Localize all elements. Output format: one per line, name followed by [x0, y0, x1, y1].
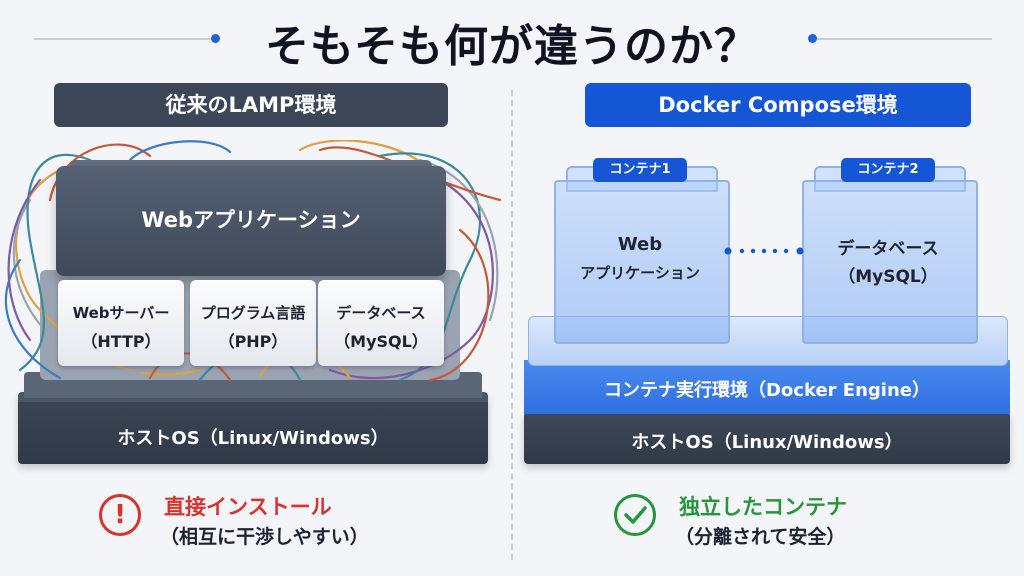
wire — [128, 140, 232, 162]
docker-engine-layer — [524, 360, 1010, 414]
docker-note-subtitle: （分離されて安全） — [675, 526, 846, 548]
container-link-dots — [724, 247, 804, 255]
container-2-name: データベース — [837, 239, 939, 259]
page-title: そもそも何が違うのか？ — [264, 21, 760, 72]
wire — [328, 178, 494, 380]
container-2 — [802, 180, 978, 344]
link-dot — [761, 248, 767, 254]
title-rule-right — [812, 38, 992, 40]
title-dot-left — [211, 34, 220, 43]
link-dot — [724, 247, 732, 255]
link-dot — [796, 247, 804, 255]
lamp-column-header: 従来のLAMP環境 — [54, 83, 448, 127]
title-rule-left — [34, 38, 214, 40]
wire — [428, 228, 490, 382]
docker-host-os-label: ホストOS（Linux/Windows） — [631, 432, 903, 453]
component-name: Webサーバー — [72, 304, 170, 322]
component-detail: （HTTP） — [81, 332, 161, 351]
wire — [4, 258, 62, 380]
check-mark — [624, 506, 647, 524]
component-detail: （PHP） — [218, 332, 288, 351]
component-detail: （MySQL） — [334, 332, 428, 351]
check-circle-icon — [614, 494, 656, 536]
lamp-host-os-label: ホストOS（Linux/Windows） — [117, 428, 389, 449]
wire — [148, 352, 232, 382]
lamp-note-subtitle: （相互に干渉しやすい） — [160, 526, 369, 548]
title-dot-right — [808, 34, 817, 43]
component-name: プログラム言語 — [200, 304, 306, 322]
lamp-web-app-block — [56, 166, 446, 276]
container-1-badge: コンテナ1 — [593, 158, 687, 182]
docker-column-header: Docker Compose環境 — [585, 83, 971, 127]
exclamation-circle-icon: ! — [99, 494, 141, 536]
wire — [7, 178, 42, 342]
link-dot — [772, 248, 778, 254]
container-1 — [554, 180, 730, 344]
docker-note-title: 独立したコンテナ — [679, 495, 847, 519]
container-2-badge: コンテナ2 — [841, 158, 935, 182]
link-dot — [783, 248, 789, 254]
container-2-detail: （MySQL） — [838, 267, 938, 287]
lamp-note-title: 直接インストール — [164, 495, 332, 519]
link-dot — [750, 248, 756, 254]
wire — [48, 143, 152, 202]
wire — [18, 153, 92, 372]
docker-engine-label: コンテナ実行環境（Docker Engine） — [603, 380, 930, 401]
link-dot — [739, 248, 745, 254]
component-name: データベース — [336, 304, 426, 322]
lamp-host-os-layer — [18, 392, 488, 464]
lamp-web-server-box: Webサーバー （HTTP） — [58, 280, 184, 366]
lamp-language-box: プログラム言語 （PHP） — [190, 280, 316, 366]
container-1-name: Web — [617, 234, 663, 255]
container-1-detail: アプリケーション — [580, 264, 700, 282]
lamp-database-box: データベース （MySQL） — [318, 280, 444, 366]
docker-host-os-layer — [524, 412, 1010, 464]
column-divider — [511, 90, 513, 560]
lamp-web-app-label: Webアプリケーション — [141, 208, 361, 232]
